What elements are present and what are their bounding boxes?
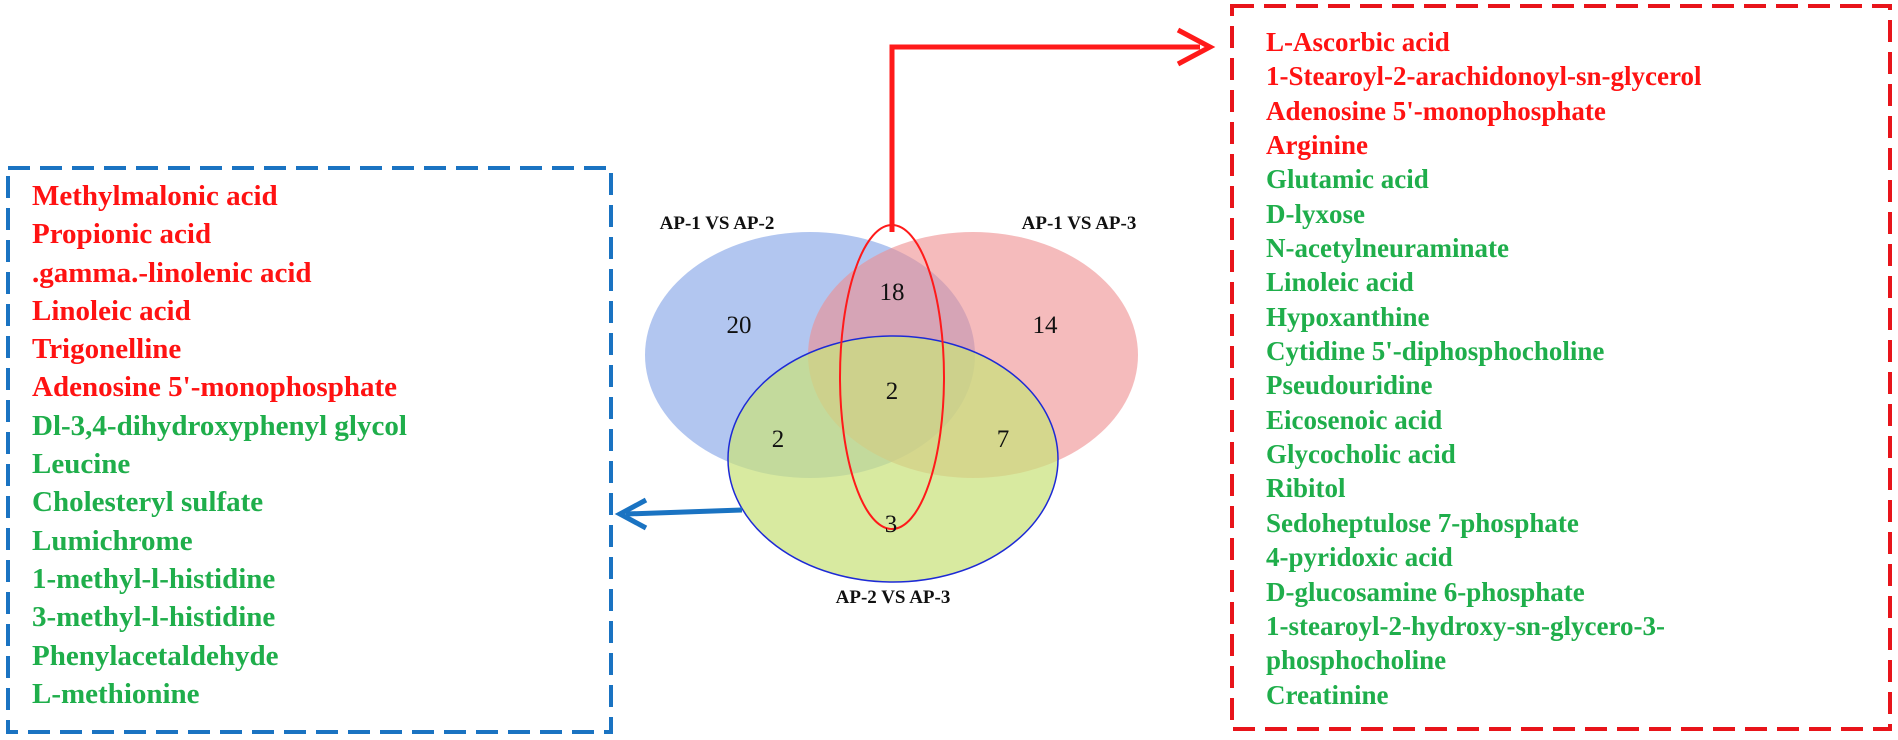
set-ap2-vs-ap3-circle xyxy=(727,335,1059,583)
right-item: Glutamic acid xyxy=(1266,164,1429,195)
count-all-three: 2 xyxy=(886,378,899,405)
right-item: Sedoheptulose 7-phosphate xyxy=(1266,507,1579,538)
left-item: .gamma.-linolenic acid xyxy=(32,256,312,289)
right-item: Pseudouridine xyxy=(1266,370,1433,401)
right-item: phosphocholine xyxy=(1266,645,1447,676)
red-arrow xyxy=(889,44,1200,232)
set-label-ap1-vs-ap3: AP-1 VS AP-3 xyxy=(1022,213,1137,234)
count-ap1ap2-only: 20 xyxy=(727,312,752,339)
right-item: D-lyxose xyxy=(1266,198,1365,229)
right-item: Arginine xyxy=(1266,130,1369,161)
blue-arrow-head xyxy=(614,497,648,531)
right-item: 1-Stearoyl-2-arachidonoyl-sn-glycerol xyxy=(1266,61,1702,92)
right-item: Glycocholic acid xyxy=(1266,439,1456,470)
left-item: Adenosine 5'-monophosphate xyxy=(32,371,397,404)
right-item: Adenosine 5'-monophosphate xyxy=(1266,95,1606,126)
left-item: Methylmalonic acid xyxy=(32,180,278,212)
count-ap1ap2-ap1ap3: 18 xyxy=(880,279,905,306)
right-item: 1-stearoyl-2-hydroxy-sn-glycero-3- xyxy=(1266,610,1665,641)
right-item: D-glucosamine 6-phosphate xyxy=(1266,576,1585,607)
left-item: Trigonelline xyxy=(32,333,182,366)
right-item: N-acetylneuraminate xyxy=(1266,233,1509,264)
right-item: Linoleic acid xyxy=(1266,267,1414,298)
left-metabolite-list: Methylmalonic acid Propionic acid .gamma… xyxy=(32,177,407,713)
left-item: 1-methyl-l-histidine xyxy=(32,562,276,595)
left-item: Dl-3,4-dihydroxyphenyl glycol xyxy=(32,409,407,442)
count-ap1ap3-ap2ap3: 7 xyxy=(997,426,1010,453)
right-item: Cytidine 5'-diphosphocholine xyxy=(1266,336,1605,367)
right-metabolite-list: L-Ascorbic acid 1-Stearoyl-2-arachidonoy… xyxy=(1266,25,1701,712)
left-item: L-methionine xyxy=(32,677,200,710)
left-item: Linoleic acid xyxy=(32,294,191,327)
right-item: Hypoxanthine xyxy=(1266,301,1430,332)
left-item: Leucine xyxy=(32,448,131,481)
left-item: Propionic acid xyxy=(32,218,212,251)
count-ap1ap3-only: 14 xyxy=(1033,312,1059,339)
right-item: 4-pyridoxic acid xyxy=(1266,542,1453,573)
left-item: Lumichrome xyxy=(32,524,193,557)
right-item: L-Ascorbic acid xyxy=(1266,27,1450,57)
left-item: 3-methyl-l-histidine xyxy=(32,601,276,634)
set-label-ap2-vs-ap3: AP-2 VS AP-3 xyxy=(836,587,951,608)
count-ap1ap2-ap2ap3: 2 xyxy=(772,426,785,453)
red-arrow-head xyxy=(1176,27,1216,67)
left-list-box xyxy=(6,166,613,734)
left-item: Cholesteryl sulfate xyxy=(32,486,264,519)
count-ap2ap3-only: 3 xyxy=(885,511,898,538)
right-item: Creatinine xyxy=(1266,679,1389,710)
right-list-box xyxy=(1230,4,1892,731)
blue-arrow xyxy=(625,507,743,517)
right-item: Eicosenoic acid xyxy=(1266,404,1443,435)
left-item: Phenylacetaldehyde xyxy=(32,639,279,672)
right-item: Ribitol xyxy=(1266,473,1346,504)
set-label-ap1-vs-ap2: AP-1 VS AP-2 xyxy=(660,213,775,234)
